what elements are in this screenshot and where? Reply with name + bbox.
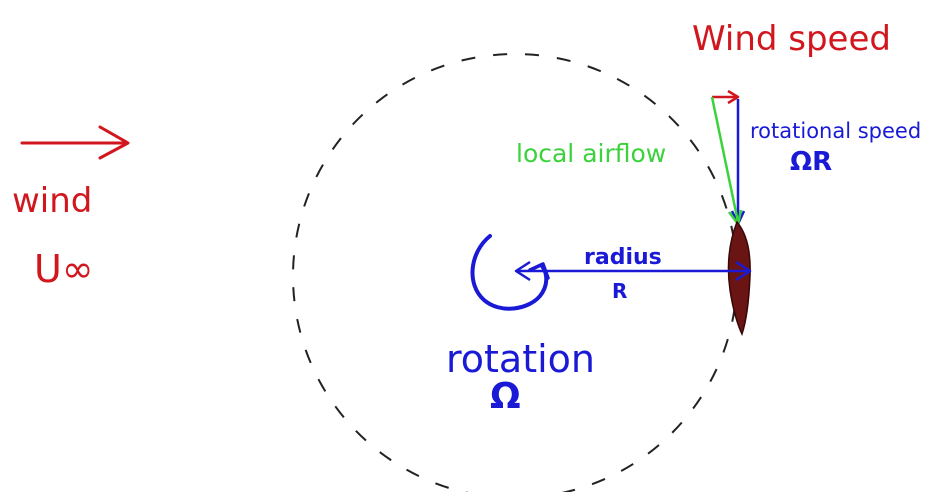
wind-label: wind: [12, 181, 92, 221]
rotation-arrow: [470, 234, 550, 311]
local-airflow-vector: [710, 96, 743, 226]
rotation-label: rotation: [446, 337, 595, 381]
wind-symbol-label: U∞: [34, 247, 93, 291]
radius-arrow: [514, 260, 752, 282]
wind-speed-label: Wind speed: [692, 19, 891, 59]
rotation-symbol-label: Ω: [490, 376, 521, 417]
local-airflow-label: local airflow: [516, 139, 666, 168]
rotational-speed-symbol-label: ΩR: [790, 147, 832, 177]
wind-arrow: [20, 125, 130, 160]
radius-label: radius: [584, 245, 662, 270]
rotational-speed-label: rotational speed: [750, 119, 921, 143]
radius-symbol-label: R: [612, 279, 627, 303]
rotor-path-circle: [292, 53, 738, 492]
wind-speed-vector: [712, 89, 740, 105]
